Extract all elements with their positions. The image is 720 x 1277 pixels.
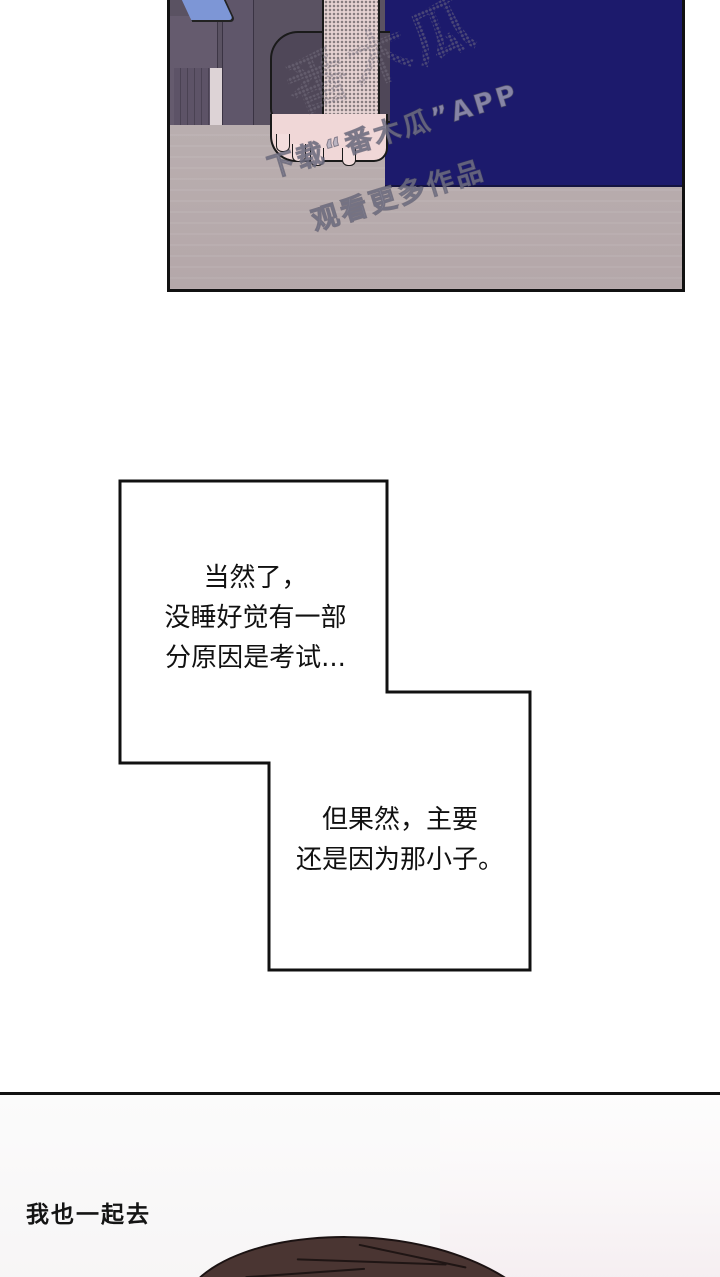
- tattooed-forearm: [322, 0, 380, 126]
- chair-column: [174, 68, 210, 125]
- narration-text-2: 但果然，主要 还是因为那小子。: [295, 805, 504, 875]
- navy-wall: [385, 0, 682, 187]
- chair-gap: [210, 68, 222, 125]
- hair-strand: [358, 1243, 467, 1269]
- tattoo-pattern: [324, 0, 378, 126]
- narration-text-1: 当然了， 没睡好觉有一部 分原因是考试...: [164, 563, 347, 673]
- arm-on-table-scene: [170, 0, 682, 289]
- finger: [292, 144, 306, 162]
- dialogue-caption: 我也一起去: [26, 1202, 151, 1228]
- finger: [310, 148, 324, 166]
- comic-panel-bottom: 我也一起去: [0, 1092, 720, 1277]
- comic-panel-top: 番木瓜 下载“番木瓜”APP 观看更多作品: [167, 0, 685, 292]
- finger: [276, 134, 290, 152]
- hair-strand: [245, 1267, 366, 1277]
- thumb: [342, 148, 356, 166]
- hand: [270, 114, 388, 166]
